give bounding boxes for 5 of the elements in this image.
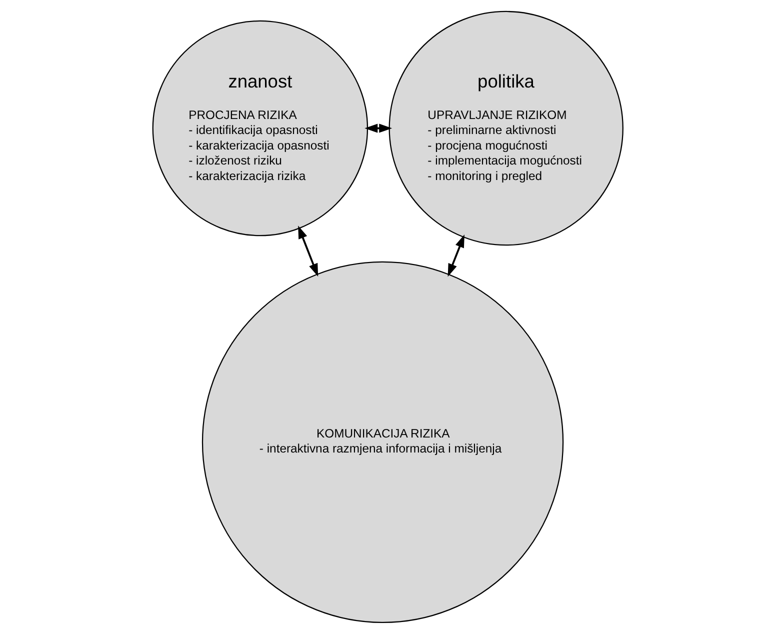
- node-circle: politika UPRAVLJANJE RIZIKOM - preliminarne aktivnosti - procjena mogućnosti - implementacija mogućnosti - monitoring i pregled: [388, 10, 624, 246]
- node-circle: znanost PROCJENA RIZIKA - identifikacija opasnosti - karakterizacija opasnosti - izloženost riziku - karakterizacija rizika: [152, 20, 368, 236]
- arrow: [298, 226, 318, 277]
- arrow: [448, 234, 464, 277]
- arrow: [364, 124, 392, 133]
